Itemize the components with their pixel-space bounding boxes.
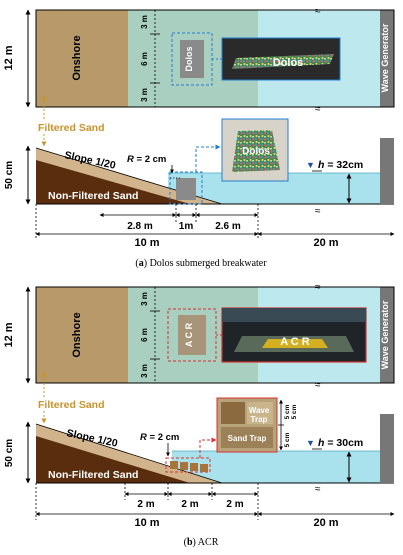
wave-generator-label: Wave Generator [380, 300, 390, 369]
depth-label: h = 30cm [318, 437, 363, 449]
water-level-icon: ▼ [306, 438, 315, 448]
break-mark: ≈ [315, 484, 321, 495]
acr-plan-photo-label: A C R [280, 336, 310, 348]
seg-top-label: 3 m [140, 292, 149, 306]
radius-label: R = 2 cm [140, 432, 179, 443]
seg-bottom-label: 3 m [140, 364, 149, 378]
seg-mid-label: 6 m [140, 52, 149, 66]
photo-dim-label: 5 cm [284, 404, 291, 419]
acr-unit [200, 464, 208, 472]
panel-b-section: Filtered Sand Slope 1/20 Non-Filtered Sa… [4, 371, 395, 529]
panel-b-plan: Wave Generator ≈ ≈ 12 m Onshore 3 m 6 m … [3, 282, 395, 391]
break-mark: ≈ [315, 206, 321, 217]
break-mark: ≈ [315, 380, 321, 391]
acr-section-outline [165, 457, 211, 473]
onshore-zone [36, 10, 128, 107]
photo-dim-label: 5 cm [284, 432, 291, 447]
basin-width-label: 12 m [3, 45, 15, 70]
wave-generator-paddle [380, 414, 394, 483]
seg-top-label: 3 m [140, 15, 149, 29]
dolos-section-photo-label: Dolos [242, 146, 270, 157]
wave-generator-label: Wave Generator [380, 23, 390, 92]
acr-structure-label: A C R [184, 322, 194, 347]
height-label: 50 cm [4, 439, 15, 467]
seg-bottom-label: 3 m [140, 88, 149, 102]
dim-label: 2.8 m [127, 221, 153, 232]
onshore-label: Onshore [71, 35, 83, 80]
dim-label: 2 m [181, 499, 198, 510]
break-mark: ≈ [315, 6, 321, 17]
total-right-label: 20 m [313, 517, 338, 529]
basin-width-label: 12 m [3, 322, 15, 347]
dolos-plan-photo-label: Dolos [273, 57, 304, 69]
non-filtered-sand-label: Non-Filtered Sand [48, 469, 138, 481]
caption-a: (a) Dolos submerged breakwater [135, 258, 267, 269]
non-filtered-sand-layer [36, 160, 190, 204]
dim-label: 2.6 m [215, 221, 241, 232]
seg-mid-label: 6 m [140, 328, 149, 342]
dim-label: 1m [179, 221, 194, 232]
total-left-label: 10 m [134, 517, 159, 529]
acr-unit [180, 462, 188, 470]
wave-generator-bar [380, 287, 394, 383]
acr-structure [178, 315, 206, 355]
dim-label: 2 m [137, 499, 154, 510]
non-filtered-sand-layer [36, 436, 190, 483]
dolos-section-outline [169, 171, 203, 205]
onshore-label: Onshore [71, 312, 83, 357]
break-mark: ≈ [315, 282, 321, 293]
wave-trap-label: Wave [249, 406, 270, 415]
dolos-structure-label: Dolos [184, 46, 194, 71]
total-left-label: 10 m [134, 237, 159, 249]
sand-trap-label: Sand Trap [228, 434, 267, 443]
depth-label: h = 32cm [318, 159, 363, 171]
height-label: 50 cm [4, 161, 15, 189]
non-filtered-sand-label: Non-Filtered Sand [48, 190, 138, 202]
total-right-label: 20 m [313, 237, 338, 249]
basin-outline [35, 286, 395, 384]
onshore-zone [36, 287, 128, 383]
filtered-sand-label: Filtered Sand [38, 399, 105, 411]
panel-a-plan: Wave Generator ≈ ≈ 12 m Onshore 3 m 6 m … [3, 6, 395, 115]
dolos-section-block [176, 178, 196, 200]
acr-unit [190, 463, 198, 471]
wave-generator-paddle [380, 138, 394, 204]
basin-outline [35, 9, 395, 108]
wave-generator-bar [380, 10, 394, 107]
dolos-structure [180, 40, 204, 78]
dim-label: 2 m [226, 499, 243, 510]
water-level-icon: ▼ [306, 160, 315, 170]
photo-dim-label: 5 cm [291, 404, 298, 419]
radius-label: R = 2 cm [127, 154, 166, 165]
filtered-sand-label: Filtered Sand [38, 122, 105, 134]
acr-unit [170, 461, 178, 469]
caption-b: (b) ACR [184, 537, 219, 548]
wave-trap-label: Trap [251, 415, 268, 424]
panel-a-section: Filtered Sand Slope 1/20 Non-Filtered Sa… [4, 95, 395, 249]
break-mark: ≈ [315, 104, 321, 115]
